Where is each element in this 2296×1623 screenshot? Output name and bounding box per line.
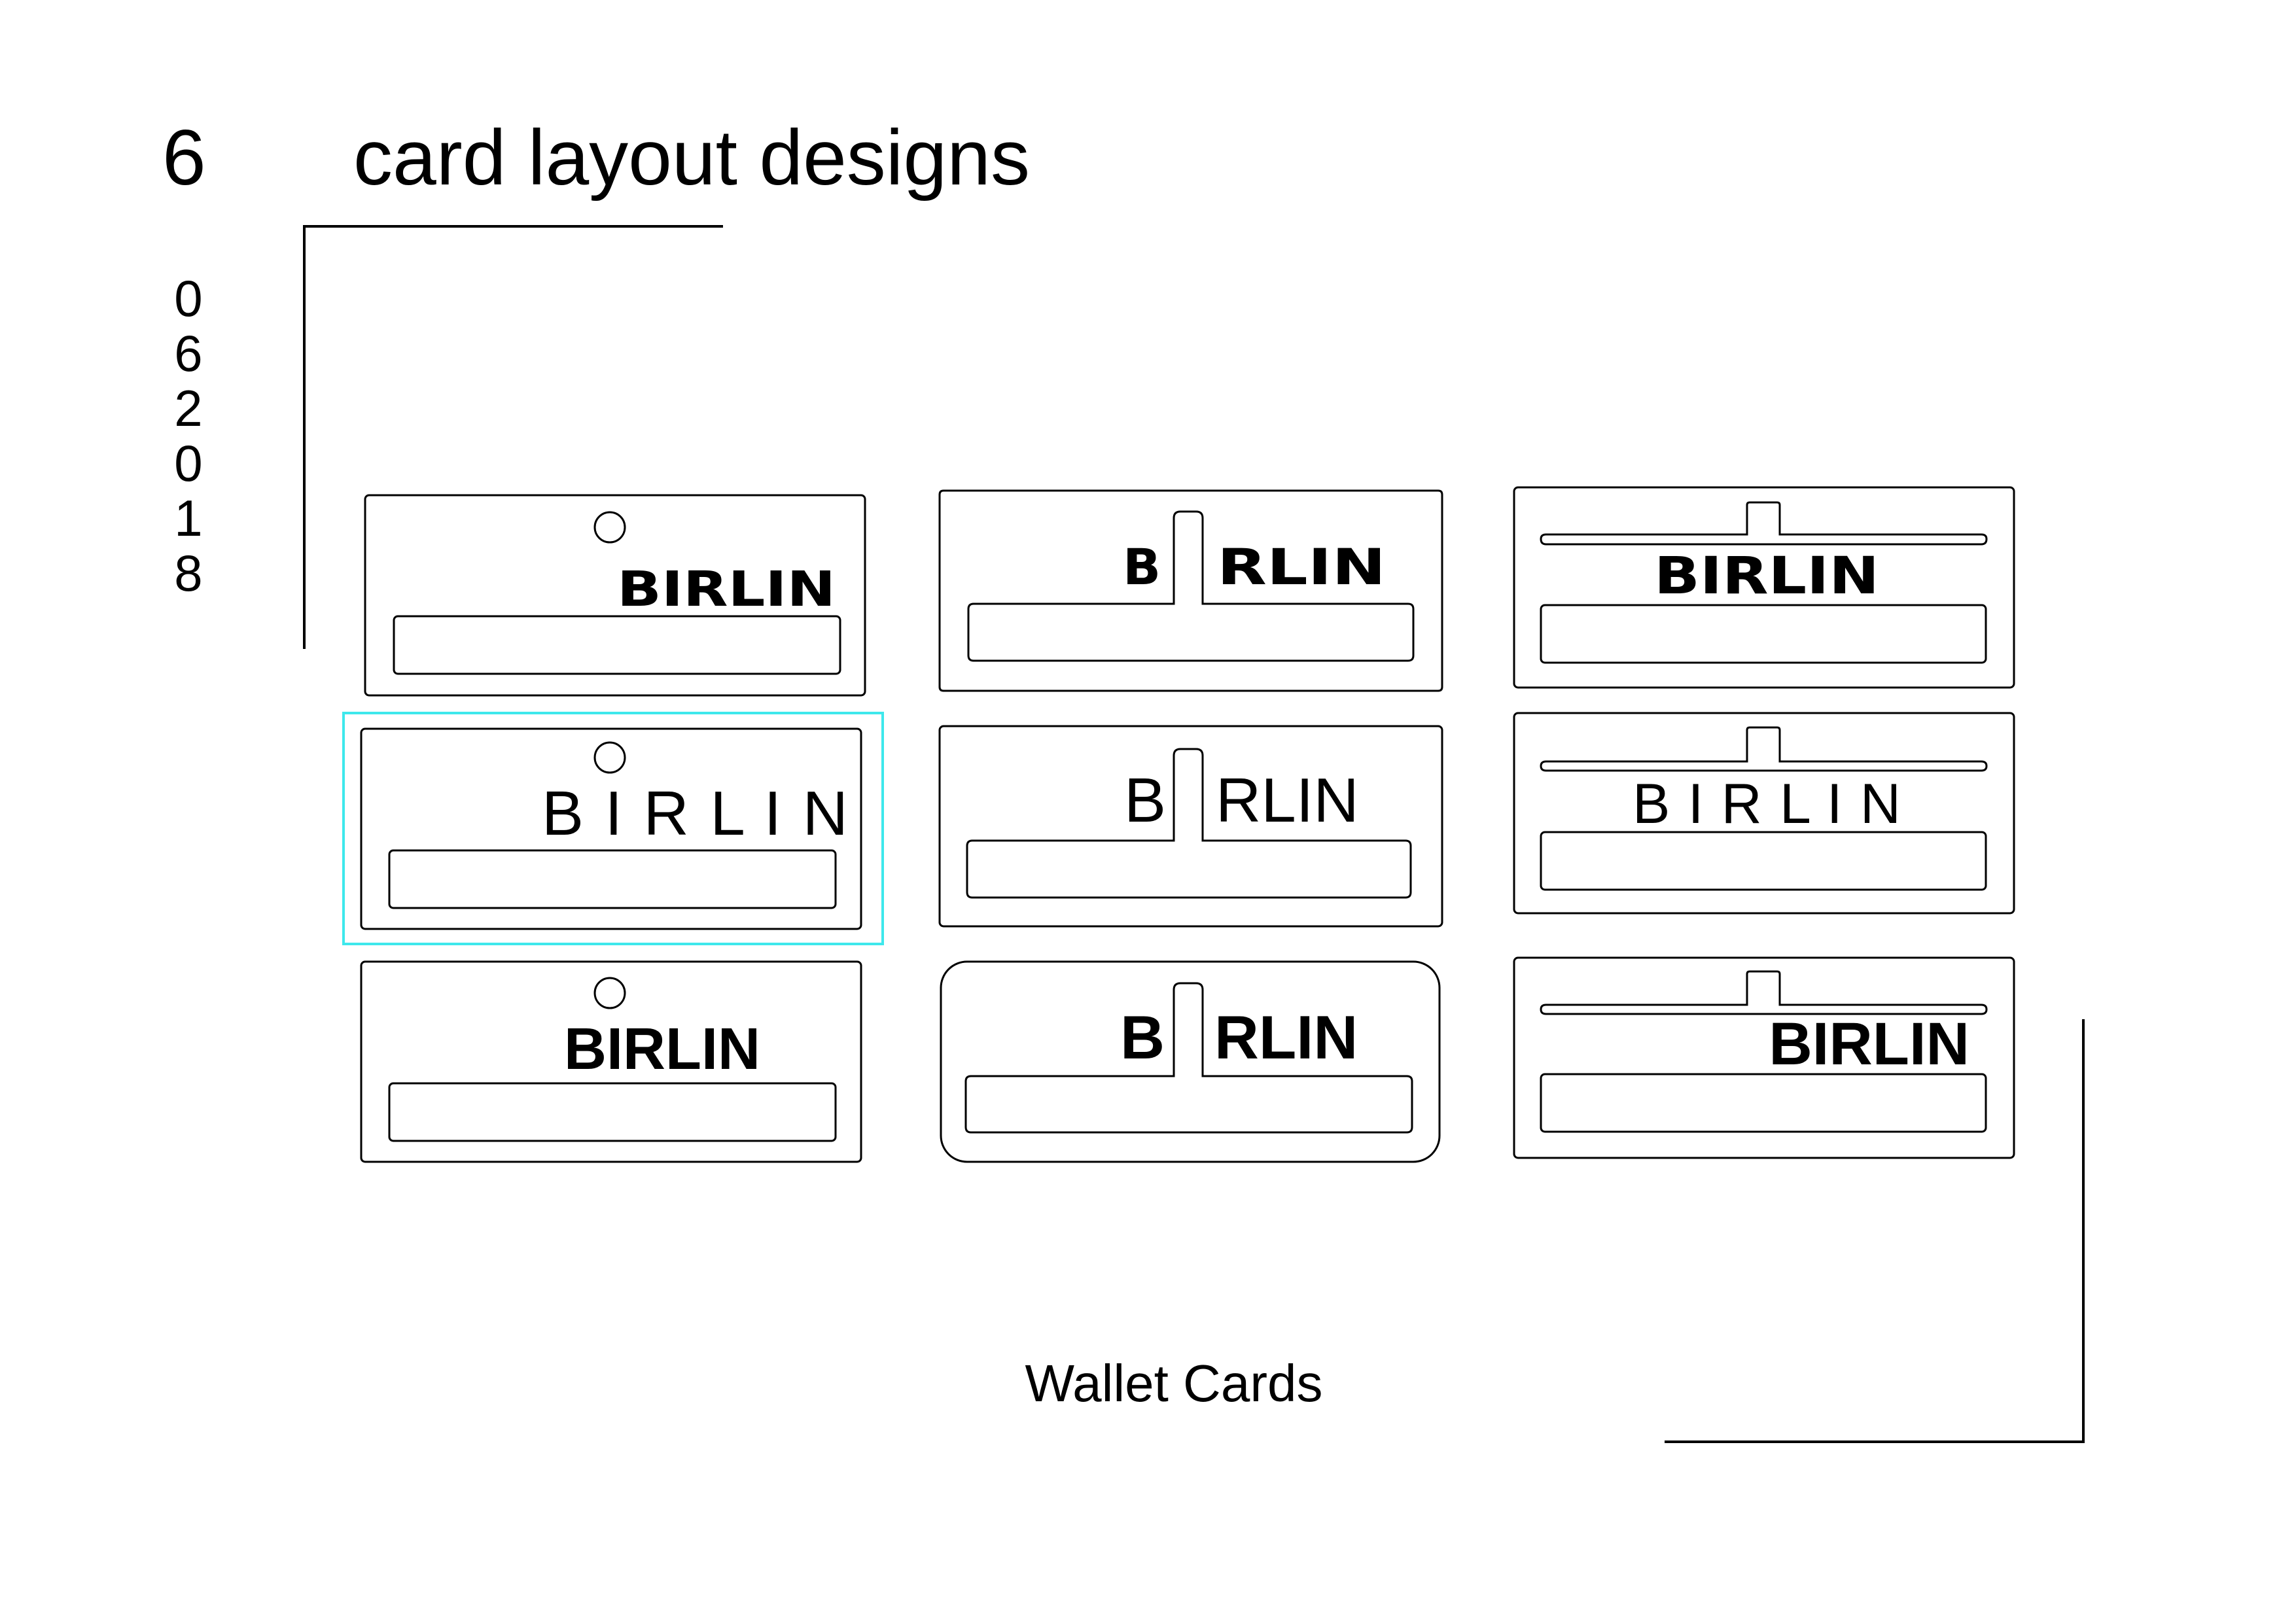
brand-logo: BIRLIN xyxy=(1769,1011,1969,1077)
brand-logo-left: B xyxy=(1120,1003,1165,1072)
design-number: 6 xyxy=(162,114,206,201)
brand-logo-right: RLIN xyxy=(1217,538,1386,596)
punch-hole xyxy=(593,977,626,1009)
date-digit: 2 xyxy=(174,379,202,437)
brand-logo: BIRLIN xyxy=(1654,547,1879,606)
name-field xyxy=(388,849,837,909)
date-digit: 0 xyxy=(174,270,202,327)
slot-cutout xyxy=(966,748,1412,899)
brand-logo-right: RLIN xyxy=(1214,1003,1358,1072)
slot-cutout xyxy=(964,982,1413,1134)
page-title: card layout designs xyxy=(353,114,1030,201)
card-layout-1[interactable]: BIRLIN xyxy=(364,494,866,697)
brand-logo: BIRLIN xyxy=(564,1017,760,1082)
top-left-bracket xyxy=(303,225,723,649)
name-field xyxy=(1540,604,1987,664)
hanger-slot xyxy=(1540,970,1988,1015)
brand-logo: B I R L I N xyxy=(542,778,848,848)
hanger-slot xyxy=(1540,726,1988,772)
brand-logo: B I R L I N xyxy=(1633,773,1901,835)
card-layout-9[interactable]: BIRLIN xyxy=(1513,956,2015,1159)
bottom-right-bracket xyxy=(1665,1019,2085,1443)
name-field xyxy=(393,615,841,675)
slot-cutout xyxy=(967,510,1415,662)
date-digit: 8 xyxy=(174,544,202,602)
date-digit: 0 xyxy=(174,434,202,492)
punch-hole xyxy=(593,511,626,544)
selection-outline xyxy=(342,712,884,945)
card-layout-3[interactable]: BIRLIN xyxy=(360,960,862,1163)
punch-hole xyxy=(593,741,626,774)
date-digit: 1 xyxy=(174,489,202,547)
date-digit: 6 xyxy=(174,324,202,382)
card-layout-2[interactable]: B I R L I N xyxy=(360,727,862,930)
date-column: 0 6 2 0 1 8 xyxy=(174,270,202,602)
brand-logo-left: B xyxy=(1124,765,1166,835)
name-field xyxy=(1540,831,1987,891)
card-layout-5[interactable]: B RLIN xyxy=(938,725,1443,928)
footer-caption: Wallet Cards xyxy=(1025,1354,1323,1412)
brand-logo-left: B xyxy=(1123,538,1161,596)
brand-logo-right: RLIN xyxy=(1216,765,1359,835)
card-layout-6[interactable]: B RLIN xyxy=(940,960,1441,1163)
card-layout-8[interactable]: B I R L I N xyxy=(1513,712,2015,915)
hanger-slot xyxy=(1540,501,1988,546)
card-layout-4[interactable]: B RLIN xyxy=(938,489,1443,692)
name-field xyxy=(388,1082,837,1142)
name-field xyxy=(1540,1073,1987,1133)
brand-logo: BIRLIN xyxy=(617,561,836,618)
card-layout-7[interactable]: BIRLIN xyxy=(1513,486,2015,689)
